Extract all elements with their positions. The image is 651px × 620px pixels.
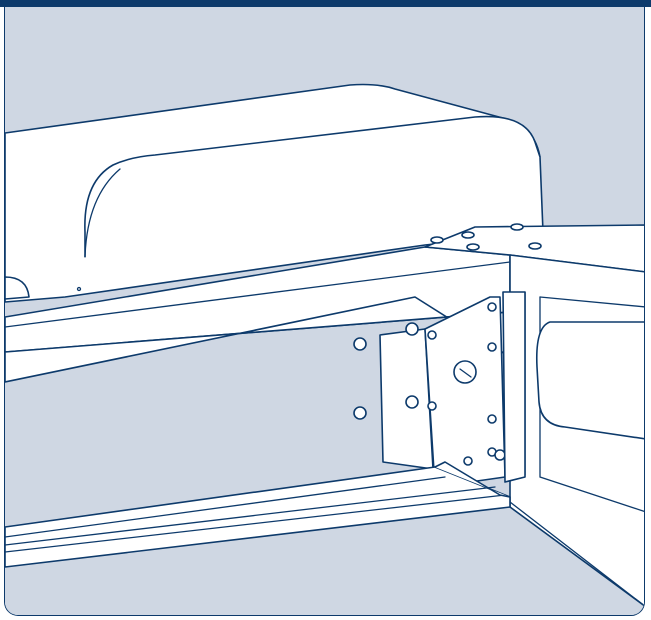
side-profile-icon <box>509 254 644 607</box>
assembly-drawing <box>5 7 644 615</box>
mounting-plate-icon <box>353 291 526 488</box>
motor-housing-icon <box>5 83 544 303</box>
illustration-panel <box>4 7 645 616</box>
header-bar <box>0 0 651 7</box>
corner-bracket-icon <box>424 223 644 273</box>
rail-icon <box>5 461 644 607</box>
